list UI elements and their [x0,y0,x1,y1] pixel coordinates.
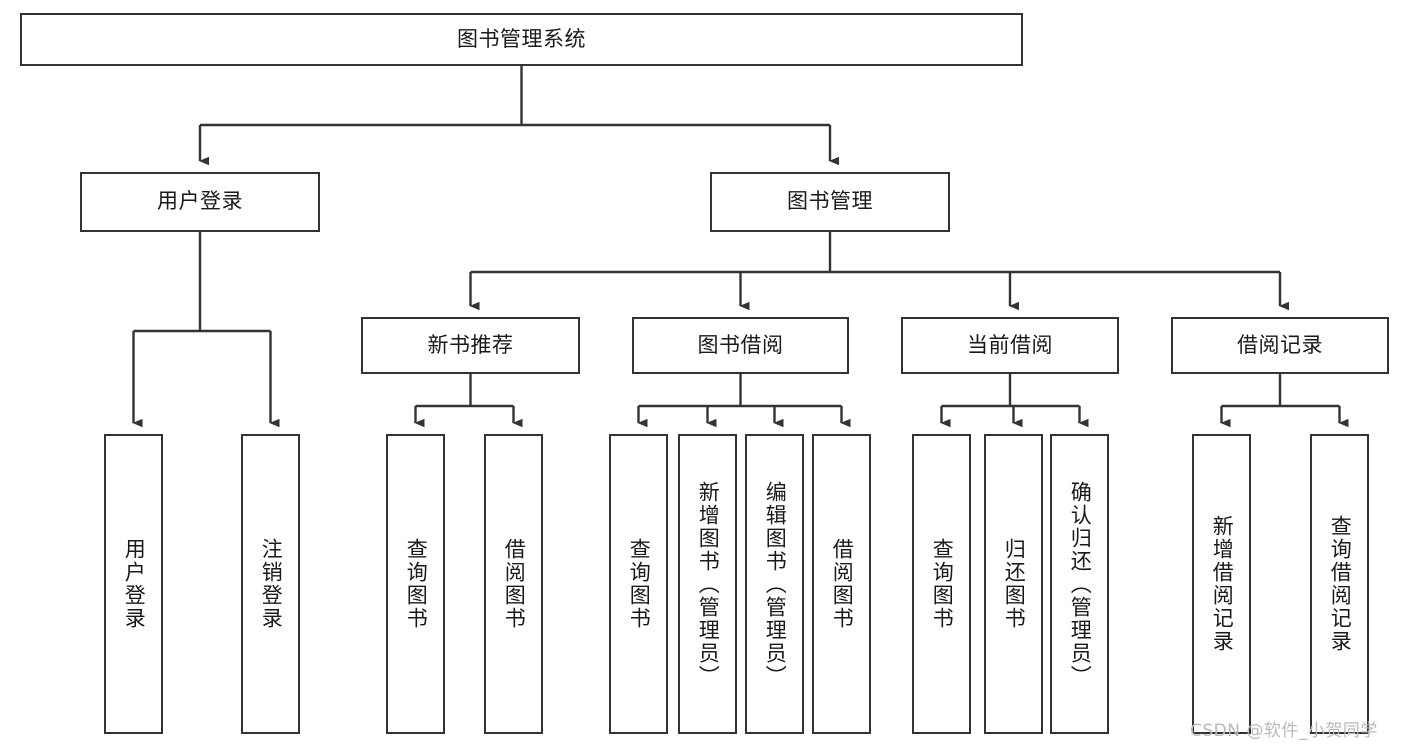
node-level3-3: 借阅记录 [1171,317,1389,374]
node-leaf-12: 查询借阅记录 [1310,434,1369,734]
node-label: 新增借阅记录 [1210,515,1235,653]
node-label: 查询图书 [404,538,429,630]
node-label: 借阅记录 [1237,332,1323,357]
node-level3-0: 新书推荐 [361,317,580,374]
node-leaf-11: 新增借阅记录 [1192,434,1251,734]
node-leaf-4: 查询图书 [609,434,668,734]
node-label: 归还图书 [1002,538,1027,630]
node-label: 查询图书 [930,538,955,630]
node-leaf-2: 查询图书 [386,434,445,734]
node-label: 查询图书 [627,538,652,630]
node-label: 当前借阅 [967,332,1053,357]
node-label: 新增图书（管理员） [696,480,721,688]
node-leaf-5: 新增图书（管理员） [678,434,737,734]
node-label: 新书推荐 [427,332,514,357]
node-level2-1: 图书管理 [710,172,950,232]
node-label: 借阅图书 [830,538,855,630]
node-leaf-9: 归还图书 [984,434,1043,734]
node-leaf-0: 用户登录 [104,434,163,734]
node-level2-0: 用户登录 [80,172,320,232]
node-label: 图书借阅 [697,332,784,357]
node-label: 确认归还（管理员） [1068,480,1093,688]
node-label: 编辑图书（管理员） [763,480,788,688]
node-leaf-6: 编辑图书（管理员） [745,434,804,734]
node-label: 借阅图书 [502,538,527,630]
node-label: 图书管理 [787,189,873,214]
node-label: 用户登录 [157,189,243,214]
node-label: 注销登录 [259,538,284,630]
node-label: 用户登录 [122,538,147,630]
node-leaf-3: 借阅图书 [484,434,543,734]
node-leaf-1: 注销登录 [241,434,300,734]
node-level3-2: 当前借阅 [901,317,1119,374]
node-label: 查询借阅记录 [1328,515,1353,653]
node-level3-1: 图书借阅 [632,317,849,374]
node-label: 图书管理系统 [457,26,586,51]
node-leaf-7: 借阅图书 [812,434,871,734]
node-leaf-8: 查询图书 [912,434,971,734]
node-leaf-10: 确认归还（管理员） [1050,434,1109,734]
node-root-0: 图书管理系统 [20,13,1023,66]
